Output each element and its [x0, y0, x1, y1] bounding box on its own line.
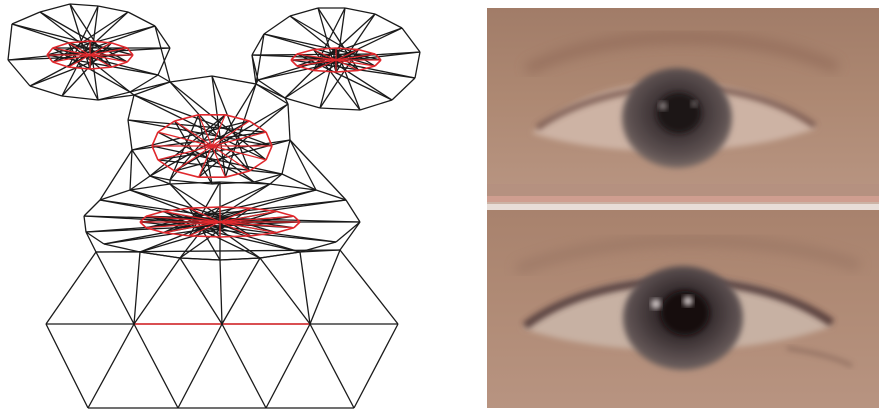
- chin-edge: [354, 324, 398, 408]
- mouth-feature-edge: [146, 211, 163, 216]
- mouth-outer-edge: [84, 216, 86, 232]
- chin-edge: [134, 258, 180, 324]
- mouth-outer-edge: [84, 200, 100, 216]
- bridge-edge: [130, 82, 170, 92]
- mouth-outer-edge: [104, 244, 140, 252]
- chin-edge: [310, 250, 340, 324]
- left-eye-outer-edge: [12, 12, 40, 24]
- left-eye-outer-edge: [98, 6, 128, 12]
- mouth-feature-edge: [189, 236, 220, 237]
- nose-outer-edge: [288, 104, 290, 140]
- right-eye-outer-edge: [375, 14, 402, 28]
- nose-outer-edge: [212, 76, 256, 84]
- mouth-outer-edge: [130, 184, 170, 190]
- right-eye-feature-edge: [359, 50, 375, 54]
- eye-crop-top: [487, 8, 879, 204]
- right-eye-outer-edge: [285, 98, 320, 108]
- chin-edge: [266, 324, 310, 408]
- left-eye-feature-edge: [53, 43, 69, 48]
- mouth-feature-edge: [189, 207, 220, 208]
- chin-edge: [46, 252, 96, 324]
- right-eye-outer-edge: [320, 108, 360, 110]
- nose-feature-edge: [266, 146, 272, 160]
- eye-crop-bottom: [487, 210, 879, 408]
- nose-mesh-edge: [175, 140, 290, 171]
- bridge-edge: [290, 140, 316, 190]
- chin-edge: [220, 258, 260, 260]
- chin-edge: [178, 324, 222, 408]
- mouth-outer-edge: [100, 190, 130, 200]
- chin-edge: [260, 252, 300, 258]
- chin-edge: [96, 252, 134, 324]
- chin-edge: [310, 324, 354, 408]
- nose-outer-edge: [128, 120, 132, 150]
- left-eye-outer-edge: [130, 75, 158, 92]
- left-eye-feature-edge: [53, 62, 69, 67]
- crop-divider: [487, 196, 879, 202]
- left-eye-feature-edge: [112, 43, 128, 48]
- right-eye-feature-edge: [336, 70, 359, 72]
- chin-edge: [140, 252, 180, 258]
- chin-edge: [180, 258, 220, 260]
- right-eye-outer-edge: [258, 80, 285, 98]
- triangle-mesh-panel: [0, 0, 460, 414]
- left-eye-outer-edge: [40, 4, 70, 12]
- eye-photo-comparison: [487, 8, 879, 408]
- left-eye-feature-edge: [127, 55, 133, 62]
- bridge-edge: [130, 150, 132, 190]
- nose-outer-edge: [170, 76, 212, 82]
- chin-edge: [222, 258, 260, 324]
- right-eye-outer-edge: [392, 78, 415, 100]
- chin-edge: [134, 324, 178, 408]
- right-eye-feature-edge: [375, 60, 381, 66]
- mouth-outer-edge: [346, 200, 360, 222]
- nose-feature-edge: [175, 171, 199, 177]
- left-eye-outer-edge: [155, 26, 170, 48]
- mouth-feature-edge: [220, 236, 251, 237]
- eye-photo-panel: [487, 8, 879, 408]
- left-eye-outer-edge: [8, 24, 12, 60]
- bridge-edge: [256, 84, 285, 98]
- left-eye-outer-edge: [62, 96, 98, 100]
- left-eye-outer-edge: [30, 86, 62, 96]
- chin-edge: [46, 324, 88, 408]
- nose-outer-edge: [282, 140, 290, 174]
- mouth-feature-edge: [277, 228, 294, 233]
- nose-feature-edge: [152, 146, 158, 160]
- right-eye-outer-edge: [345, 8, 375, 14]
- mouth-feature-edge: [220, 207, 251, 208]
- left-eye-outer-edge: [8, 60, 30, 86]
- left-eye-outer-edge: [128, 12, 155, 26]
- mouth-feature-edge: [294, 216, 300, 222]
- chin-edge: [340, 250, 398, 324]
- nose-outer-edge: [128, 95, 134, 120]
- right-eye-outer-edge: [360, 100, 392, 110]
- bridge-edge: [100, 150, 132, 200]
- left-eye-outer-edge: [70, 4, 98, 6]
- right-eye-outer-edge: [402, 28, 420, 52]
- right-eye-outer-edge: [290, 8, 318, 16]
- chin-edge: [220, 260, 222, 324]
- right-eye-outer-edge: [264, 16, 290, 34]
- mouth-feature-edge: [277, 211, 294, 216]
- chin-edge: [222, 324, 266, 408]
- nose-outer-edge: [132, 150, 150, 176]
- chin-edge: [180, 258, 222, 324]
- right-eye-feature-edge: [297, 50, 313, 54]
- triangle-mesh-diagram: [0, 0, 460, 414]
- chin-edge: [88, 324, 134, 408]
- right-eye-outer-edge: [415, 52, 420, 78]
- chin-edge: [134, 252, 140, 324]
